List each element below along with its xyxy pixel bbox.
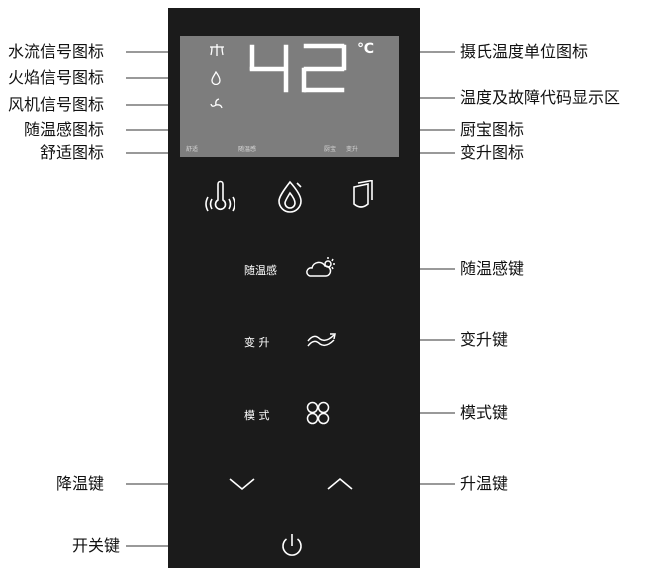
temperature-readout <box>249 43 347 93</box>
follow-temp-label: 随温感 <box>244 264 277 277</box>
thermometer-icon <box>205 180 235 212</box>
change-rise-label: 变 升 <box>244 336 270 349</box>
callout-kitchen-icon: 厨宝图标 <box>460 120 525 139</box>
callout-fan-icon: 风机信号图标 <box>8 95 105 114</box>
shower-icon <box>210 44 224 56</box>
lcd-comfort: 舒适 <box>186 146 199 153</box>
callout-celsius-icon: 摄氏温度单位图标 <box>460 42 589 61</box>
callout-follow-temp-key: 随温感键 <box>460 259 525 278</box>
callout-mode-key: 模式键 <box>460 403 509 422</box>
callout-comfort-icon: 舒适图标 <box>40 143 105 162</box>
power-icon[interactable] <box>279 532 305 560</box>
mode-label: 模 式 <box>244 409 270 422</box>
double-wave-icon[interactable] <box>306 331 338 349</box>
chevron-down-icon[interactable] <box>228 476 256 492</box>
callout-flame-icon: 火焰信号图标 <box>8 68 105 87</box>
lcd-kitchen: 厨宝 <box>324 146 337 153</box>
callout-temp-fault-area: 温度及故障代码显示区 <box>460 88 621 107</box>
callout-power-key: 开关键 <box>72 536 121 555</box>
callout-water-flow-icon: 水流信号图标 <box>8 42 105 61</box>
lcd-display <box>180 36 399 157</box>
cloud-sun-icon[interactable] <box>306 256 338 280</box>
callout-change-rise-key: 变升键 <box>460 330 509 349</box>
chevron-up-icon[interactable] <box>326 476 354 492</box>
fan-icon <box>210 98 223 109</box>
four-circles-icon[interactable] <box>306 401 330 425</box>
callout-change-rise-icon: 变升图标 <box>460 143 525 162</box>
callout-temp-up-key: 升温键 <box>460 474 509 493</box>
shield-icon <box>353 180 373 208</box>
callout-temp-down-key: 降温键 <box>56 474 105 493</box>
flame-icon <box>211 71 221 85</box>
lcd-change-rise: 变升 <box>346 146 359 153</box>
lcd-follow-temp: 随温感 <box>238 146 257 153</box>
flame-drop-icon <box>278 180 302 213</box>
callout-follow-temp-icon: 随温感图标 <box>24 120 105 139</box>
celsius-unit: ℃ <box>357 41 374 57</box>
